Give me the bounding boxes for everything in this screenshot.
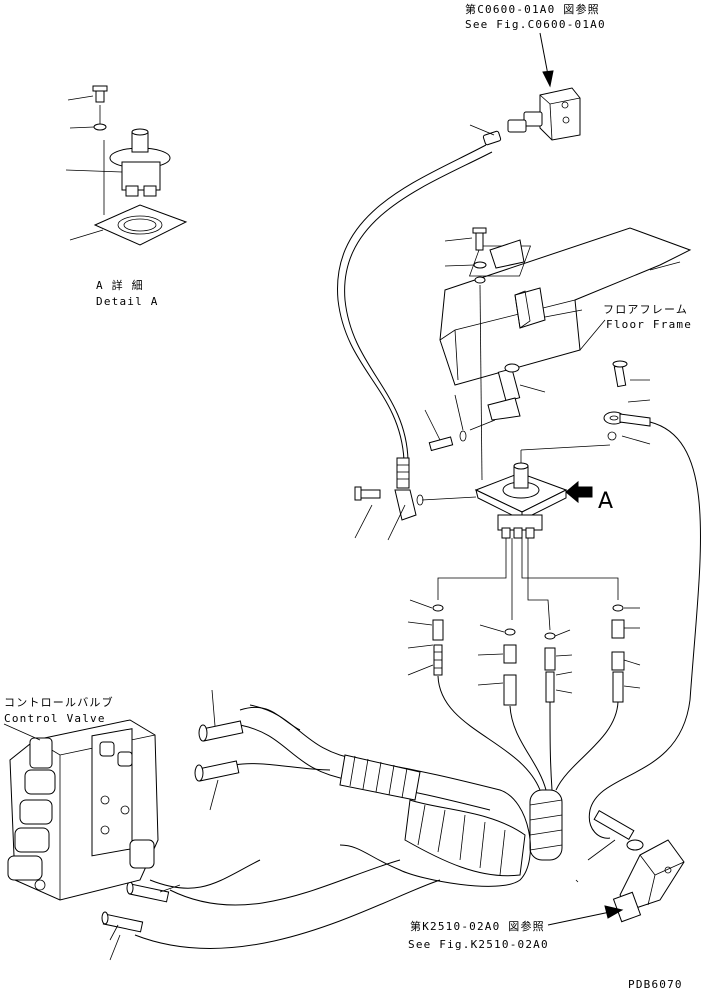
floor-frame-jp: フロアフレーム — [603, 303, 688, 316]
bottom-reference-pointer — [547, 905, 624, 926]
hose-top-left-edge — [344, 151, 493, 461]
control-valve-hoses — [134, 706, 441, 950]
pilot-valve-assembly — [474, 444, 611, 539]
hose-fittings-row — [432, 604, 625, 706]
hose-fittings-leaders — [407, 599, 641, 694]
top-ref-jp: 第C0600-01A0 図参照 — [465, 2, 600, 16]
leader-lines-top — [469, 124, 495, 136]
view-a-label: A — [598, 489, 613, 514]
view-a-arrow — [565, 480, 593, 504]
lever-linkage — [424, 363, 546, 452]
floor-bracket — [444, 227, 525, 481]
right-elbow-fitting — [603, 360, 651, 445]
control-valve-body — [3, 719, 159, 901]
top-reference-pointer — [539, 32, 554, 88]
control-valve-en: Control Valve — [4, 712, 106, 725]
detail-a-assembly — [65, 85, 188, 246]
detail-a-en: Detail A — [96, 295, 159, 308]
spiral-guard-hose — [239, 704, 531, 887]
top-ref-en: See Fig.C0600-01A0 — [465, 18, 606, 31]
floor-frame — [439, 227, 692, 386]
pilot-valve-top — [482, 87, 581, 146]
hose-bundle — [437, 675, 619, 861]
floor-frame-en: Floor Frame — [606, 318, 692, 331]
bottom-reference-valve — [575, 809, 685, 923]
control-valve-jp: コントロールバルブ — [4, 695, 114, 709]
hose-right — [588, 421, 701, 839]
hose-top-left — [337, 144, 487, 461]
valve-branch-lines — [437, 538, 619, 631]
detail-a-jp: A 詳 細 — [96, 278, 144, 292]
drawing-number: PDB6070 — [628, 978, 683, 991]
bottom-ref-en: See Fig.K2510-02A0 — [408, 938, 549, 951]
bottom-ref-jp: 第K2510-02A0 図参照 — [410, 919, 545, 933]
left-hose-end — [354, 457, 477, 541]
